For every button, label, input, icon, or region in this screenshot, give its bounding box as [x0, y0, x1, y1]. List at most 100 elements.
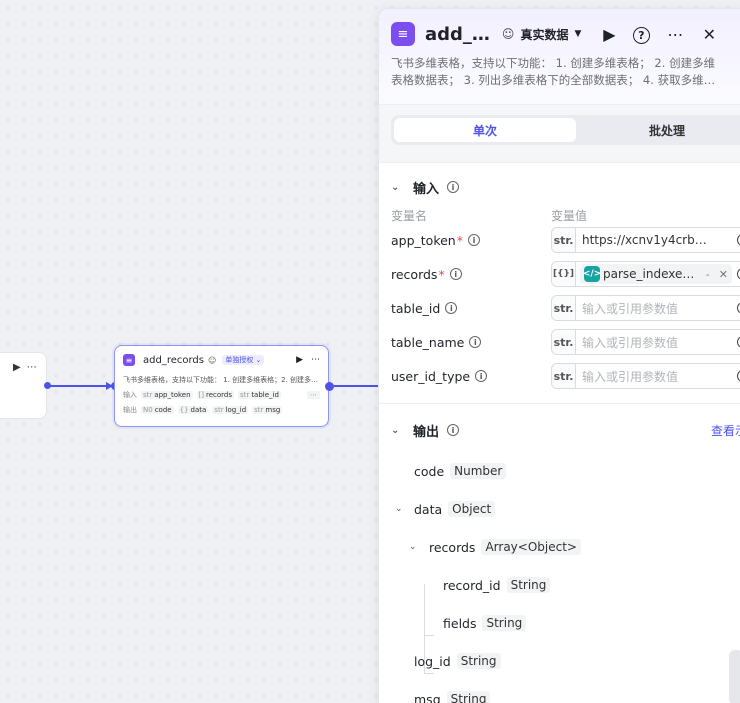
variable-ref-icon[interactable]	[732, 364, 740, 388]
tab-batch[interactable]: 批处理	[648, 123, 685, 138]
variable-ref-icon[interactable]	[732, 296, 740, 320]
output-section: ⌄ 输出 i 查看示例 code Number ⌄ data Object ⌄ …	[379, 404, 740, 703]
output-field-records: ⌄ records Array<Object>	[391, 528, 740, 566]
close-icon[interactable]: ✕	[702, 24, 717, 44]
input-section-title: 输入	[413, 181, 440, 197]
param-name: table_id	[391, 300, 441, 316]
variable-ref-icon[interactable]	[732, 228, 740, 252]
info-icon[interactable]: i	[447, 181, 460, 193]
more-icon[interactable]: ⋯	[26, 362, 37, 373]
app-token-value[interactable]: https://xcnv1y4crb…	[582, 233, 707, 247]
panel-header: ≡ add_… ☺ 真实数据 ▼ ▶ ? ⋯ ✕ 飞书多维表格，支持以下功能： …	[379, 9, 740, 105]
chevron-down-icon[interactable]: ⌄	[395, 504, 403, 514]
output-field-log-id: log_id String	[391, 642, 740, 680]
info-icon[interactable]: i	[475, 370, 488, 382]
chevron-down-icon[interactable]: ⌄	[391, 424, 400, 436]
variable-ref-icon[interactable]	[732, 262, 740, 286]
play-icon[interactable]: ▶	[603, 24, 616, 44]
robot-icon: ☺	[501, 27, 515, 41]
input-section-header[interactable]: ⌄ 输入 i	[391, 177, 740, 197]
chevron-down-icon[interactable]: ⌄	[391, 181, 400, 193]
view-example-link[interactable]: 查看示例	[710, 423, 740, 438]
field-name: code	[414, 463, 445, 479]
field-type: Array<Object>	[481, 539, 581, 555]
outputs-label: 输出	[123, 406, 137, 414]
info-icon[interactable]: i	[469, 336, 482, 348]
input-row-table-name: table_name i str. 输入或引用参数值	[391, 325, 740, 359]
field-type: Object	[448, 501, 496, 517]
col-name-header: 变量名	[391, 209, 428, 223]
output-field-msg: msg String	[391, 680, 740, 703]
type-selector[interactable]: str.	[552, 364, 576, 388]
app-token-field[interactable]: str. https://xcnv1y4crb…	[551, 227, 740, 253]
type-selector[interactable]: str.	[552, 330, 576, 354]
variable-ref-icon[interactable]	[732, 330, 740, 354]
param-name: table_name	[391, 334, 465, 350]
output-port[interactable]	[325, 382, 334, 391]
output-tree: code Number ⌄ data Object ⌄ records Arra…	[391, 452, 740, 703]
input-row-records: records*i [{}] </> parse_indexe… - ✕	[391, 257, 740, 291]
output-section-header[interactable]: ⌄ 输出 i	[391, 420, 460, 440]
chevron-down-icon[interactable]: ⌄	[409, 542, 417, 552]
tab-single[interactable]: 单次	[394, 118, 576, 142]
table-name-placeholder[interactable]: 输入或引用参数值	[582, 335, 679, 350]
connection-edge	[50, 385, 108, 387]
output-chip: {}data	[177, 406, 209, 414]
more-icon[interactable]: ⋯	[311, 355, 320, 365]
required-mark: *	[456, 232, 463, 248]
remove-icon[interactable]: ✕	[718, 267, 728, 281]
output-field-fields: fields String	[391, 604, 740, 642]
param-name: app_token	[391, 232, 456, 248]
scrollbar-thumb[interactable]	[729, 650, 740, 703]
play-icon[interactable]: ▶	[296, 355, 303, 365]
input-column-headers: 变量名 变量值	[391, 207, 740, 223]
variable-reference-tag[interactable]: </> parse_indexe… - ✕	[580, 264, 732, 284]
table-id-placeholder[interactable]: 输入或引用参数值	[582, 301, 679, 316]
col-value-header: 变量值	[551, 209, 588, 223]
bitable-icon: ≡	[123, 354, 135, 366]
help-icon[interactable]: ?	[631, 24, 651, 44]
add-records-node[interactable]: ≡ add_records ☺ 单独授权 ⌄ ▶ ⋯ 飞书多维表格，支持以下功能…	[114, 345, 329, 427]
input-row-app-token: app_token* i str. https://xcnv1y4crb…	[391, 223, 740, 257]
info-icon[interactable]: i	[445, 302, 458, 314]
type-selector[interactable]: [{}]	[552, 262, 576, 286]
table-id-field[interactable]: str. 输入或引用参数值	[551, 295, 740, 321]
info-icon[interactable]: i	[449, 268, 462, 280]
table-name-field[interactable]: str. 输入或引用参数值	[551, 329, 740, 355]
info-icon[interactable]: i	[447, 424, 460, 436]
field-type: String	[482, 615, 527, 631]
output-field-data: ⌄ data Object	[391, 490, 740, 528]
field-name: log_id	[414, 653, 451, 669]
play-icon[interactable]: ▶	[13, 362, 21, 373]
field-type: String	[456, 653, 501, 669]
type-selector[interactable]: str.	[552, 296, 576, 320]
upstream-node[interactable]: ▶ ⋯	[0, 352, 47, 419]
more-icon[interactable]: ⋯	[667, 24, 684, 44]
info-icon[interactable]: i	[467, 234, 480, 246]
records-field[interactable]: [{}] </> parse_indexe… - ✕	[551, 261, 740, 287]
edge-arrow-icon	[106, 382, 113, 390]
output-section-title: 输出	[413, 424, 440, 440]
panel-description: 飞书多维表格，支持以下功能： 1. 创建多维表格； 2. 创建多维 表格数据表；…	[391, 56, 716, 87]
type-selector[interactable]: str.	[552, 228, 576, 252]
node-test-panel: ≡ add_… ☺ 真实数据 ▼ ▶ ? ⋯ ✕ 飞书多维表格，支持以下功能： …	[378, 8, 740, 703]
output-port[interactable]	[44, 382, 51, 389]
field-type: String	[506, 577, 551, 593]
field-name: records	[429, 539, 476, 555]
param-name: user_id_type	[391, 368, 471, 384]
auth-icon: ☺	[207, 355, 217, 365]
output-field-code: code Number	[391, 452, 740, 490]
auth-badge[interactable]: 单独授权 ⌄	[222, 355, 265, 365]
field-name: record_id	[443, 577, 501, 593]
input-chip: []records	[196, 391, 235, 399]
mode-tabs: 单次 批处理	[379, 105, 740, 163]
more-icon: ⋯	[307, 391, 320, 399]
user-id-type-field[interactable]: str. 输入或引用参数值	[551, 363, 740, 389]
data-mode-dropdown[interactable]: ☺ 真实数据 ▼	[502, 26, 581, 43]
user-id-type-placeholder[interactable]: 输入或引用参数值	[582, 369, 679, 384]
required-mark: *	[438, 266, 445, 282]
